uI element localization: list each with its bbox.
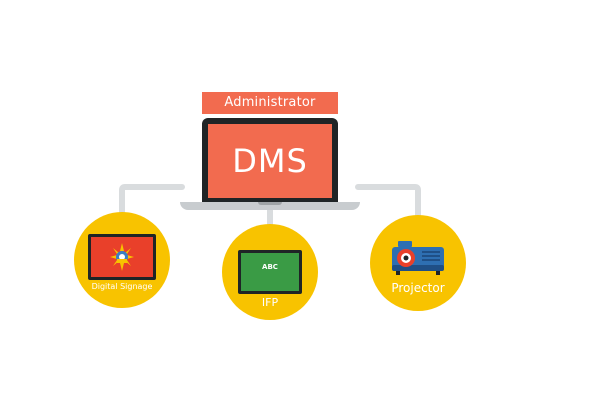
projector-label: Projector (391, 281, 445, 295)
laptop-bezel: DMS (202, 118, 338, 202)
node-ifp: ABC IFP (222, 224, 318, 320)
laptop-screen: DMS (208, 124, 332, 198)
node-digital-signage: Digital Signage (74, 212, 170, 308)
ifp-screen-text: ABC (262, 263, 278, 271)
interactive-flat-panel-icon: ABC (238, 250, 302, 294)
projector-icon (392, 241, 444, 275)
ifp-board: ABC (241, 253, 299, 291)
ifp-label: IFP (261, 296, 279, 309)
laptop-base (180, 202, 360, 210)
signage-screen-inner (91, 237, 153, 277)
laptop-dms: DMS (180, 118, 360, 210)
digital-signage-label: Digital Signage (91, 282, 153, 291)
administrator-label: Administrator (202, 92, 338, 114)
sun-graphic-icon (110, 243, 134, 271)
node-projector: Projector (370, 215, 466, 311)
digital-signage-icon (88, 234, 156, 280)
dms-label: DMS (232, 142, 308, 180)
laptop-notch (258, 202, 282, 205)
